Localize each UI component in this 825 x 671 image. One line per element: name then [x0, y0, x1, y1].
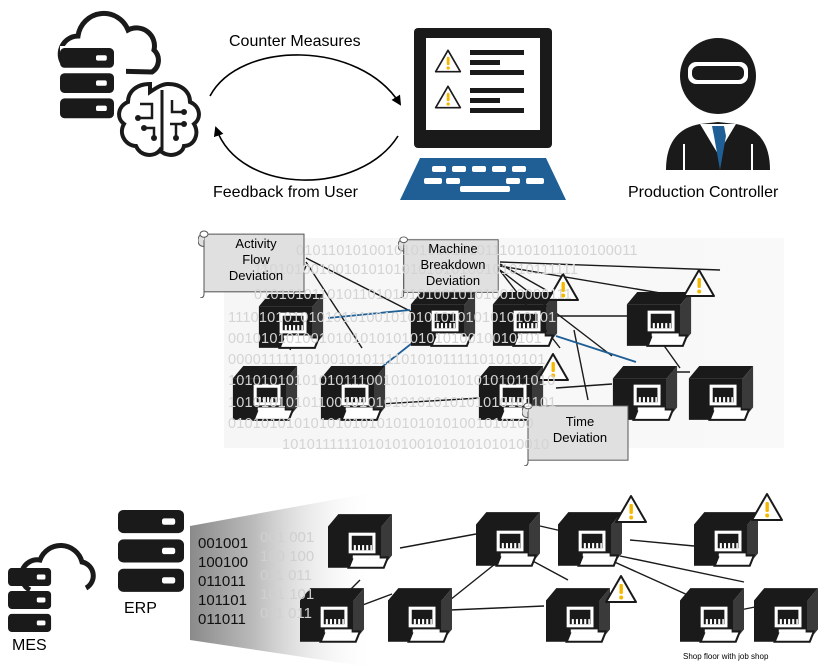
computer-icon [400, 28, 566, 200]
binary-row: 1010101010110010101010101010101010101101 [228, 395, 557, 411]
controller-label: Production Controller [628, 184, 779, 201]
machine-icon [754, 588, 818, 643]
warning-icon [615, 495, 647, 523]
counter-measures-arrow [209, 54, 402, 106]
binary-row: 010101011010110101010100101010010000111 [254, 287, 572, 303]
machine-icon [546, 588, 610, 643]
machine-icon [476, 512, 540, 567]
binary-block: 001001 100100 011011 101101 011011 [198, 535, 249, 628]
production-controller-icon [666, 38, 770, 170]
machine-icon [626, 292, 692, 347]
mes-label: MES [12, 637, 47, 654]
machine-icon [694, 512, 758, 567]
machine-icon [680, 588, 744, 643]
binary-row: 0101101010010101010101011101010110101000… [296, 243, 638, 259]
warning-icon [751, 493, 783, 521]
warning-icon [605, 575, 637, 603]
machine-icon [688, 366, 754, 421]
binary-row: 0000111111010010101111010101111101010101 [228, 352, 546, 368]
note-time-text: Time Deviation [552, 414, 608, 445]
machine-icon [328, 514, 392, 569]
counter-measures-label: Counter Measures [229, 33, 361, 50]
machine-icon [558, 512, 622, 567]
feedback-label: Feedback from User [213, 184, 358, 201]
network-lines-bottom [335, 525, 761, 611]
machine-icon [388, 588, 452, 643]
binary-row: 1110101010101010100101010101010101010101 [228, 310, 557, 326]
note-activity-text: Activity Flow Deviation [228, 236, 284, 283]
binary-row: 0101010101010101010101010101001010100 [228, 416, 534, 432]
binary-row: 1010101010101011100101010101010101011010 [228, 373, 556, 389]
binary-row: 00101010100101010101010101010010010101 [228, 331, 543, 347]
shop-floor-label: Shop floor with job shop [683, 652, 769, 661]
binary-row: 101011111101010100101010101010010 [282, 437, 550, 453]
cloud-server-ai-icon [57, 10, 201, 157]
feedback-arrow [213, 126, 399, 181]
binary-block-faded: 001 001 100 100 011 011 101 101 011 011 [260, 529, 315, 622]
brain-icon [117, 81, 201, 157]
erp-label: ERP [124, 600, 157, 617]
binary-row: 1101010010010101010101010100101010111111 [254, 262, 579, 278]
mes-cloud-server-icon [8, 542, 96, 632]
erp-server-icon [118, 510, 184, 592]
note-breakdown-text: Machine Breakdown Deviation [420, 241, 486, 288]
blue-links-middle [327, 309, 637, 371]
